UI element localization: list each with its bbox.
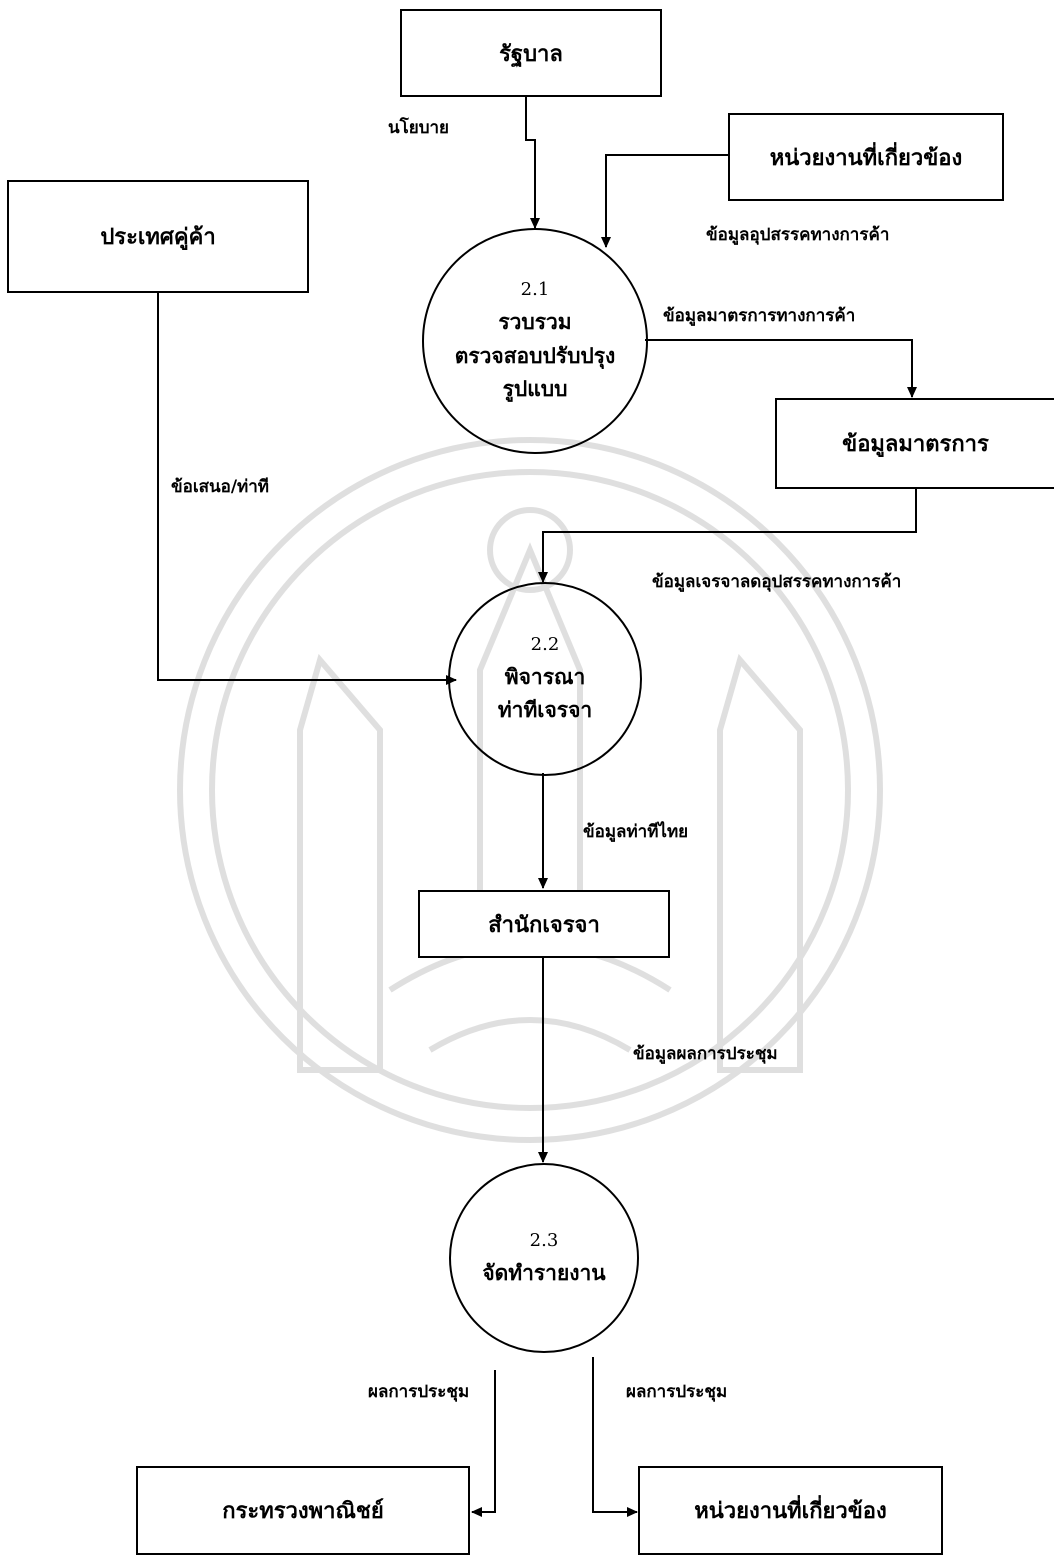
process-2-2: 2.2 พิจารณา ท่าทีเจรจา [448, 582, 642, 776]
entity-government: รัฐบาล [400, 9, 662, 97]
process-2-3: 2.3 จัดทำรายงาน [449, 1163, 639, 1353]
flow-label-meeting-results-right: ผลการประชุม [626, 1382, 728, 1402]
flow-label-meeting-results-left: ผลการประชุม [368, 1382, 470, 1402]
flow-label-proposal-position: ข้อเสนอ/ท่าที [171, 477, 270, 497]
process-label-line: รูปแบบ [502, 376, 568, 402]
flow-result-left-line [471, 1370, 496, 1517]
flow-result-right-line [592, 1357, 638, 1517]
entity-partner-country: ประเทศคู่ค้า [7, 180, 309, 293]
flow-label-trade-obstacle: ข้อมูลอุปสรรคทางการค้า [706, 225, 890, 245]
flow-policy-line [525, 97, 540, 229]
process-2-1: 2.1 รวบรวม ตรวจสอบปรับปรุง รูปแบบ [422, 228, 648, 454]
flow-measures-line [645, 339, 917, 398]
flow-label-thai-position: ข้อมูลท่าทีไทย [583, 822, 689, 842]
process-number: 2.2 [530, 634, 560, 655]
process-number: 2.3 [529, 1229, 559, 1251]
process-label-line: พิจารณา [504, 663, 586, 689]
store-negotiation-office: สำนักเจรจา [418, 890, 670, 958]
store-measures-data: ข้อมูลมาตรการ [775, 398, 1054, 489]
process-label-line: รวบรวม [498, 309, 572, 334]
entity-related-agencies-top: หน่วยงานที่เกี่ยวข้อง [728, 113, 1004, 201]
flow-obstacle-line [601, 154, 728, 248]
flow-negotiate-line [538, 488, 917, 583]
flow-label-trade-measures: ข้อมูลมาตรการทางการค้า [663, 306, 856, 326]
process-number: 2.1 [520, 279, 550, 301]
process-label-line: ตรวจสอบปรับปรุง [454, 342, 616, 368]
flow-label-meeting-info: ข้อมูลผลการประชุม [633, 1044, 778, 1064]
entity-related-agencies-bottom: หน่วยงานที่เกี่ยวข้อง [638, 1466, 943, 1555]
process-label-line: จัดทำรายงาน [482, 1259, 606, 1285]
entity-ministry-of-commerce: กระทรวงพาณิชย์ [136, 1466, 470, 1555]
flow-label-negotiate-reduce: ข้อมูลเจรจาลดอุปสรรคทางการค้า [652, 572, 902, 592]
flow-proposal-line [157, 293, 457, 685]
process-label-line: ท่าทีเจรจา [497, 697, 593, 723]
flow-label-policy: นโยบาย [388, 118, 450, 138]
